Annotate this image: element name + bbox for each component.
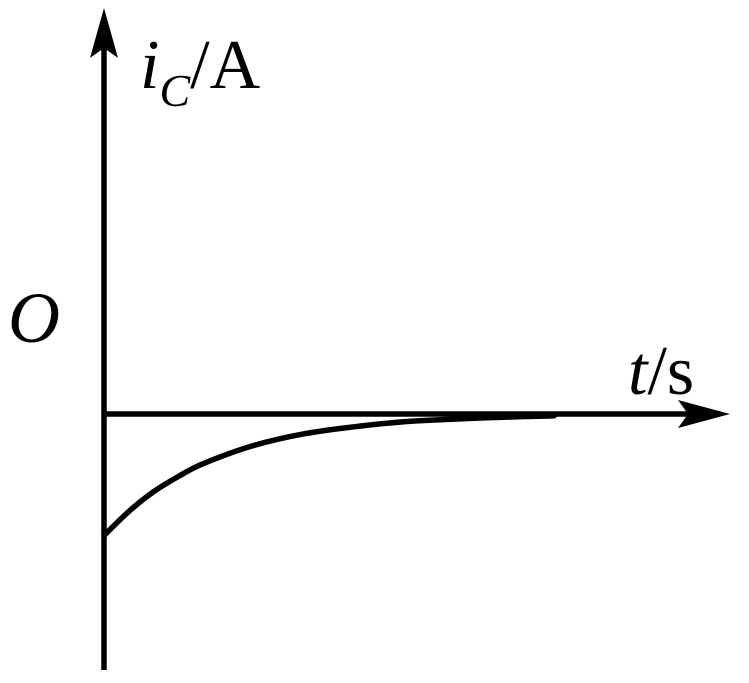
- y-axis-label: iC/A: [140, 27, 261, 116]
- y-axis-label-var: i: [140, 27, 159, 104]
- series-line: [101, 413, 557, 539]
- x-axis-label-var: t: [628, 333, 649, 410]
- y-axis-label-unit: A: [210, 27, 261, 104]
- x-axis-label: t/s: [628, 333, 694, 410]
- x-axis-label-unit: s: [667, 333, 694, 410]
- y-axis-label-subscript: C: [159, 65, 191, 116]
- x-axis-label-slash: /: [647, 333, 667, 410]
- y-axis-arrowhead: [90, 8, 118, 58]
- x-axis-arrowhead: [678, 400, 730, 428]
- origin-label: O: [8, 278, 60, 358]
- y-axis-label-slash: /: [190, 27, 210, 104]
